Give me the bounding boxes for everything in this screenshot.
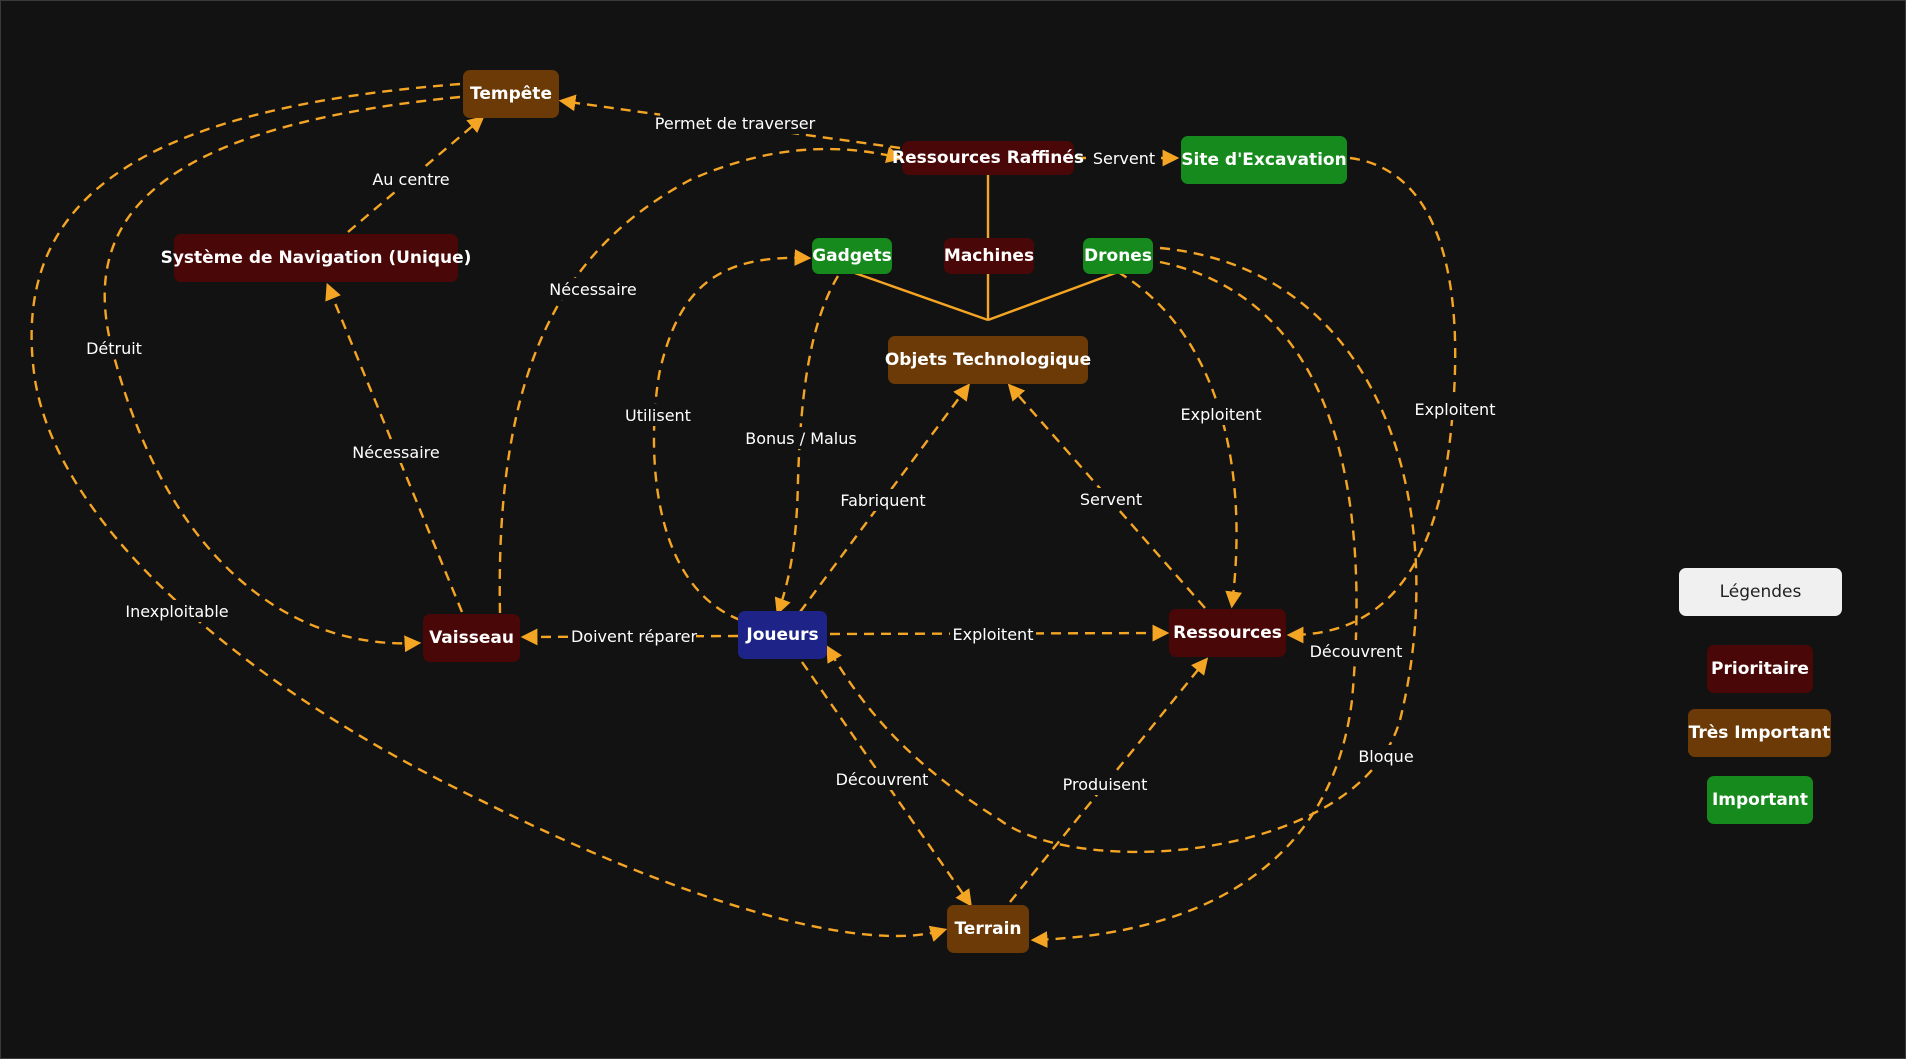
edge-ressources-objets <box>1007 383 1206 609</box>
edge-drones-terrain <box>1030 260 1358 948</box>
edge-drones-joueurs-bloque <box>826 246 1418 854</box>
node-vaisseau[interactable]: Vaisseau <box>423 614 520 662</box>
node-tempete[interactable]: Tempête <box>463 70 559 118</box>
edge-label-exploitent-site: Exploitent <box>1415 400 1496 419</box>
edge-label-decouvrent-joueurs: Découvrent <box>836 770 929 789</box>
edge-joueurs-gadgets <box>652 249 812 622</box>
legend-important: Important <box>1707 776 1813 824</box>
edge-drones-ressources <box>1117 270 1242 609</box>
edge-label-necessaire-raffines: Nécessaire <box>549 280 636 299</box>
edge-label-doivent-reparer: Doivent réparer <box>571 627 697 646</box>
node-ressources-raffines[interactable]: Ressources Raffinés <box>892 141 1084 175</box>
edge-label-au-centre: Au centre <box>372 170 449 189</box>
edge-label-decouvrent-drones: Découvrent <box>1310 642 1403 661</box>
edge-label-servent-objets: Servent <box>1080 490 1142 509</box>
edge-label-bonus-malus: Bonus / Malus <box>745 429 856 448</box>
edge-tempete-vaisseau-detruit <box>103 95 461 653</box>
edge-label-exploitent-drones: Exploitent <box>1181 405 1262 424</box>
legend-prioritaire: Prioritaire <box>1707 645 1813 693</box>
legend-title: Légendes <box>1679 568 1842 616</box>
node-joueurs[interactable]: Joueurs <box>738 611 827 659</box>
edge-label-exploitent-joueurs: Exploitent <box>953 625 1034 644</box>
edge-label-detruit: Détruit <box>86 339 142 358</box>
edge-vaisseau-raffines <box>498 146 904 614</box>
node-systeme-navigation[interactable]: Système de Navigation (Unique) <box>161 234 471 282</box>
node-drones[interactable]: Drones <box>1083 238 1153 274</box>
edge-joueurs-terrain <box>801 661 972 907</box>
edge-label-necessaire-navigation: Nécessaire <box>352 443 439 462</box>
node-objets-technologique[interactable]: Objets Technologique <box>885 336 1091 384</box>
node-gadgets[interactable]: Gadgets <box>812 238 892 274</box>
edge-gadgets-joueurs-bonus <box>774 275 840 616</box>
node-machines[interactable]: Machines <box>944 238 1034 274</box>
edge-label-servent-site: Servent <box>1093 149 1155 168</box>
node-terrain[interactable]: Terrain <box>947 905 1029 953</box>
edge-joueurs-ressources <box>829 624 1170 642</box>
node-ressources[interactable]: Ressources <box>1169 609 1286 657</box>
edge-site-ressources <box>1286 156 1457 644</box>
edge-label-bloque: Bloque <box>1358 747 1413 766</box>
edge-gadgets-objets <box>851 270 989 322</box>
node-site-excavation[interactable]: Site d'Excavation <box>1181 136 1347 184</box>
edge-tempete-terrain <box>30 82 948 942</box>
edge-label-utilisent: Utilisent <box>625 406 691 425</box>
edge-label-produisent: Produisent <box>1063 775 1148 794</box>
edge-label-permet-de-traverser: Permet de traverser <box>655 114 816 133</box>
edge-drones-objets <box>987 270 1119 322</box>
edge-label-inexploitable: Inexploitable <box>125 602 228 621</box>
legend-tres-important: Très Important <box>1688 709 1831 757</box>
edge-label-fabriquent: Fabriquent <box>840 491 925 510</box>
